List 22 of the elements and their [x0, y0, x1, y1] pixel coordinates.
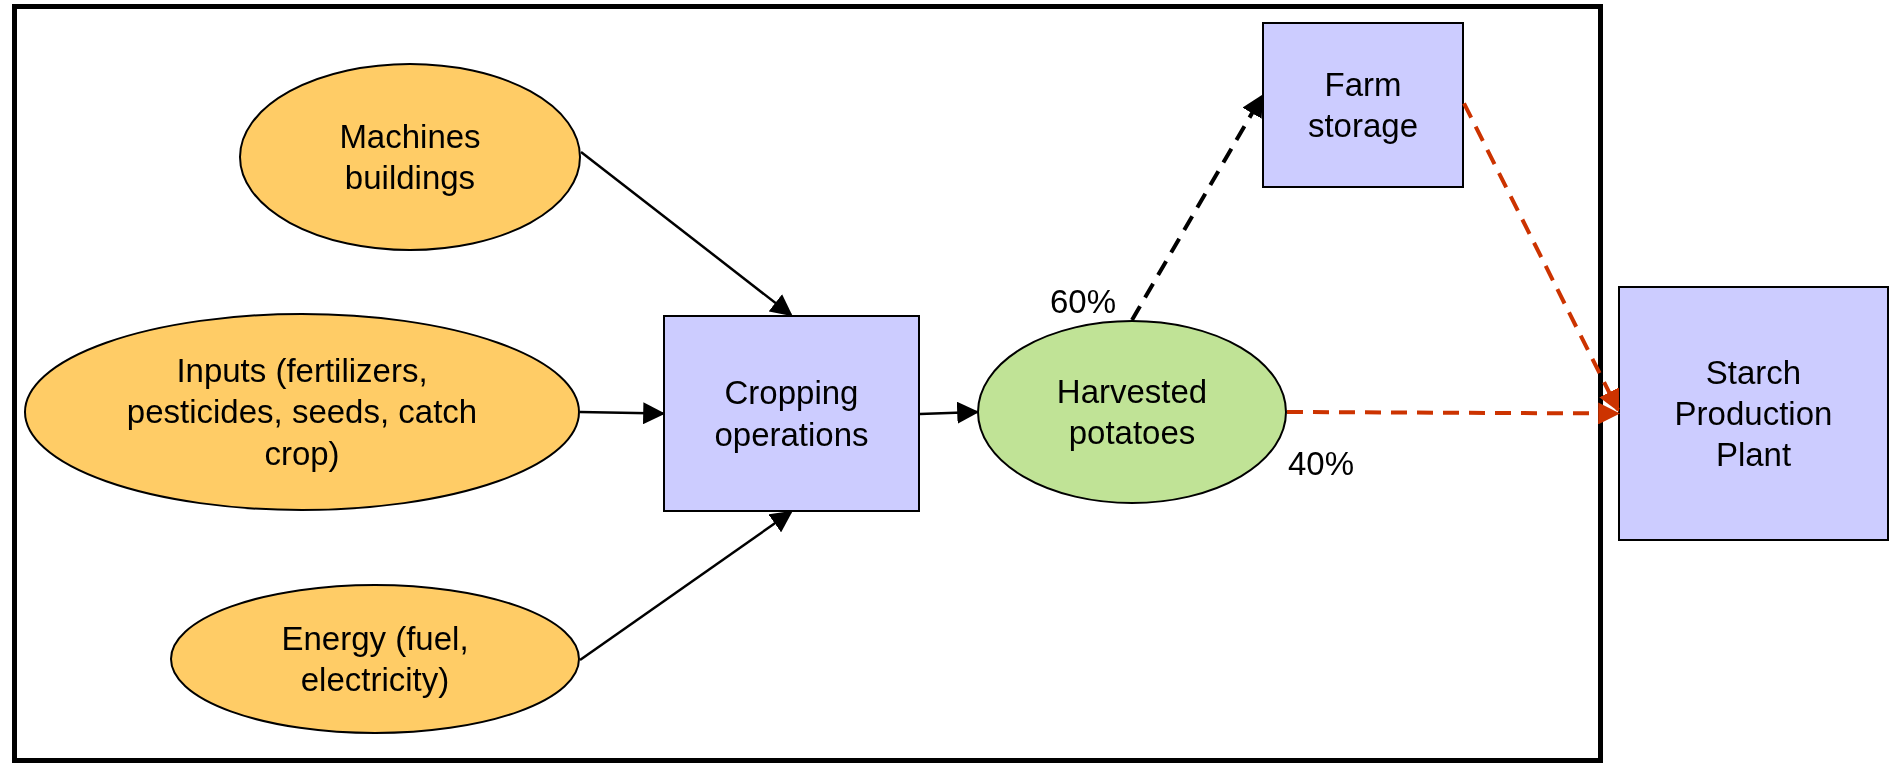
- node-label: Energy (fuel, electricity): [280, 618, 470, 700]
- node-label: Inputs (fertilizers, pesticides, seeds, catch crop): [125, 351, 479, 474]
- process-box: [663, 315, 920, 512]
- process-box: [1262, 22, 1464, 188]
- node-label: Harvested potatoes: [1055, 371, 1209, 453]
- node-label: Cropping operations: [713, 373, 870, 455]
- ellipse-node: [24, 313, 580, 511]
- process-box: [1618, 286, 1889, 541]
- arrow: [579, 402, 666, 425]
- arrow: [919, 401, 980, 424]
- arrow: [1130, 94, 1264, 321]
- node-label: Starch Production Plant: [1673, 352, 1834, 476]
- ellipse-node: [977, 320, 1287, 504]
- arrow: [1287, 402, 1621, 425]
- ellipse-node: [239, 63, 581, 251]
- node-label: Farm storage: [1306, 64, 1420, 146]
- node-label: Machines buildings: [338, 116, 482, 198]
- arrow: [580, 150, 793, 317]
- arrow: [1462, 102, 1620, 412]
- arrow: [579, 510, 793, 662]
- boundary-frame: [12, 4, 1603, 763]
- ellipse-node: [170, 584, 580, 734]
